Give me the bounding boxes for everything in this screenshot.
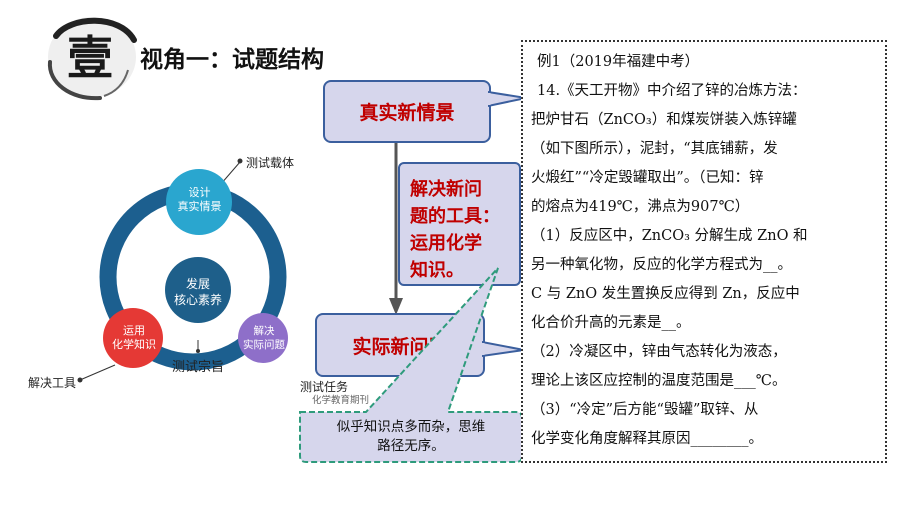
cycle-diagram [77, 158, 288, 383]
right-node [238, 313, 288, 363]
page-title: 视角一：试题结构 [140, 47, 324, 73]
question-line: 化学变化角度解释其原因________。 [531, 431, 763, 447]
question-line: （如下图所示），泥封，“其底铺薪，发 [531, 141, 778, 157]
top-node [166, 169, 232, 235]
center-node-label: 发展核心素养 [173, 277, 222, 307]
question-line: 另一种氧化物，反应的化学方程式为__。 [531, 257, 792, 273]
badge-brush-circle [47, 17, 137, 101]
tool-box-label: 解决新问 题的工具： 运用化学 知识。 [410, 179, 500, 281]
box1-pointer [488, 90, 527, 108]
real-scenario-label: 真实新情景 [359, 102, 455, 124]
question-line: 14.《天工开物》中介绍了锌的冶炼方法： [537, 83, 807, 99]
outer-bottom-label: 测试宗旨 [172, 360, 225, 375]
watermark-text: 化学教育期刊 [312, 395, 370, 406]
question-line: C 与 ZnO 发生置换反应得到 Zn，反应中 [531, 286, 800, 302]
outer-right-label: 测试任务 [300, 380, 349, 394]
question-panel: 例1（2019年福建中考） 14.《天工开物》中介绍了锌的冶炼方法： 把炉甘石（… [521, 40, 887, 463]
question-line: 把炉甘石（ZnCO₃）和煤炭饼装入炼锌罐 [531, 112, 797, 128]
question-line: 的熔点为419℃，沸点为907℃） [531, 199, 750, 215]
tool-box: 解决新问 题的工具： 运用化学 知识。 [398, 162, 521, 286]
real-scenario-box: 真实新情景 [323, 80, 491, 143]
top-node-label: 设计真实情景 [177, 186, 222, 213]
question-line: 火煅红”“冷定毁罐取出”。（已知：锌 [531, 170, 764, 186]
connector-left [79, 364, 116, 381]
outer-top-label: 测试载体 [246, 156, 295, 170]
question-line: 化合价升高的元素是__。 [531, 315, 691, 331]
question-line: （3）“冷定”后方能“毁罐”取锌、从 [531, 402, 759, 418]
question-heading: 例1（2019年福建中考） [537, 54, 700, 70]
question-line: （2）冷凝区中，锌由气态转化为液态， [531, 344, 787, 360]
left-node [103, 308, 163, 368]
flow-down-arrow [389, 142, 403, 315]
box3-pointer [482, 340, 525, 358]
question-line: 理论上该区应控制的温度范围是___℃。 [531, 373, 787, 389]
outer-left-label: 解决工具 [28, 376, 77, 390]
comment-bubble-text: 似乎知识点多而杂，思维 路径无序。 [336, 419, 486, 454]
center-node [165, 257, 231, 323]
question-line: （1）反应区中，ZnCO₃ 分解生成 ZnO 和 [531, 228, 808, 244]
left-node-label: 运用化学知识 [112, 324, 156, 351]
right-node-label: 解决实际问题 [243, 325, 285, 351]
badge-character: 壹 [67, 31, 113, 85]
